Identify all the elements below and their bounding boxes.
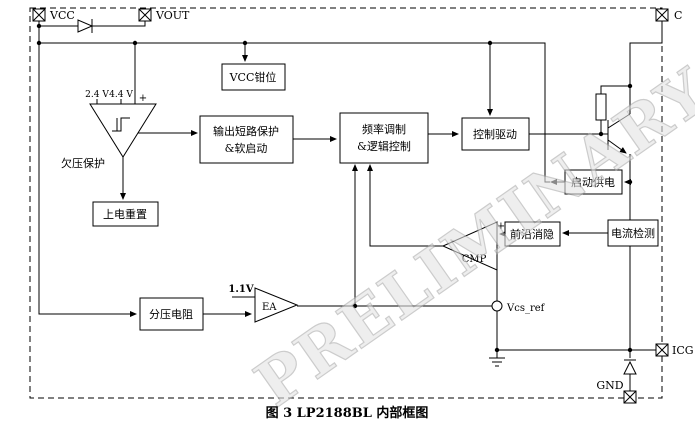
pin-x-icon [138, 8, 152, 22]
power-on-reset-label: 上电重置 [103, 207, 147, 221]
output-short-protect-line2: &软启动 [225, 141, 268, 155]
pin-vout-label: VOUT [155, 9, 190, 22]
pin-x-icon [655, 343, 669, 357]
block-startup-supply: 启动供电 [564, 169, 623, 195]
cmp-label: CMP [462, 254, 487, 265]
output-short-protect-line1: 输出短路保护 [213, 124, 279, 138]
ea-reference-label: 1.1V [228, 284, 253, 295]
leading-edge-blanking-label: 前沿消隐 [510, 227, 554, 241]
pin-vout: VOUT [138, 8, 190, 22]
vcs-ref-label: Vcs_ref [506, 303, 546, 314]
connection-wires [38, 21, 663, 391]
pin-icg: ICG [655, 343, 694, 357]
gnd-diode-icon [623, 359, 637, 375]
block-control-drive: 控制驱动 [461, 117, 530, 151]
block-freq-logic: 频率调制 &逻辑控制 [339, 112, 429, 164]
pin-gnd: GND [596, 379, 637, 404]
voltage-divider-label: 分压电阻 [149, 308, 193, 321]
block-leading-edge-blanking: 前沿消隐 [504, 221, 561, 247]
freq-logic-line2: &逻辑控制 [357, 139, 411, 153]
block-output-short-protect: 输出短路保护 &软启动 [199, 115, 294, 164]
pin-x-icon [32, 8, 46, 22]
uvlo-threshold-low: 2.4 V [85, 90, 109, 100]
vcc-clamp-label: VCC钳位 [229, 70, 277, 84]
junction-dots [36, 23, 633, 353]
block-vcc-clamp: VCC钳位 [221, 63, 286, 91]
uvlo-comparator: 2.4 V 4.4 V + 欠压保护 [61, 90, 157, 170]
startup-supply-label: 启动供电 [571, 175, 615, 189]
ground-symbol-icon [489, 350, 505, 367]
startup-resistor-icon [595, 93, 607, 121]
vcs-ref-node: Vcs_ref [491, 300, 546, 314]
vcc-vout-diode-icon [77, 19, 94, 33]
uvlo-label: 欠压保护 [61, 156, 105, 170]
uvlo-threshold-high: 4.4 V [109, 90, 133, 100]
uvlo-plus-sign: + [139, 93, 147, 104]
block-voltage-divider: 分压电阻 [139, 297, 204, 331]
error-amplifier: EA 1.1V [228, 284, 299, 323]
chip-boundary [29, 7, 663, 399]
pin-icg-label: ICG [672, 344, 694, 357]
error-amp-label: EA [262, 302, 277, 313]
pin-x-icon [655, 8, 669, 22]
pin-c: C [655, 8, 682, 22]
block-current-sense: 电流检测 [607, 219, 659, 247]
pin-vcc: VCC [32, 8, 75, 22]
pin-x-icon [623, 390, 637, 404]
figure-caption: 图 3 LP2188BL 内部框图 [266, 405, 429, 421]
current-sense-label: 电流检测 [611, 226, 655, 240]
cmp-plus-sign: + [497, 221, 505, 232]
pin-vcc-label: VCC [49, 9, 75, 22]
block-power-on-reset: 上电重置 [92, 201, 159, 227]
control-drive-label: 控制驱动 [473, 127, 517, 141]
npn-transistor-icon [607, 113, 631, 154]
pin-c-label: C [674, 9, 682, 22]
pin-gnd-label: GND [596, 379, 623, 392]
freq-logic-line1: 频率调制 [362, 122, 406, 136]
cmp-comparator: CMP + [441, 221, 505, 271]
